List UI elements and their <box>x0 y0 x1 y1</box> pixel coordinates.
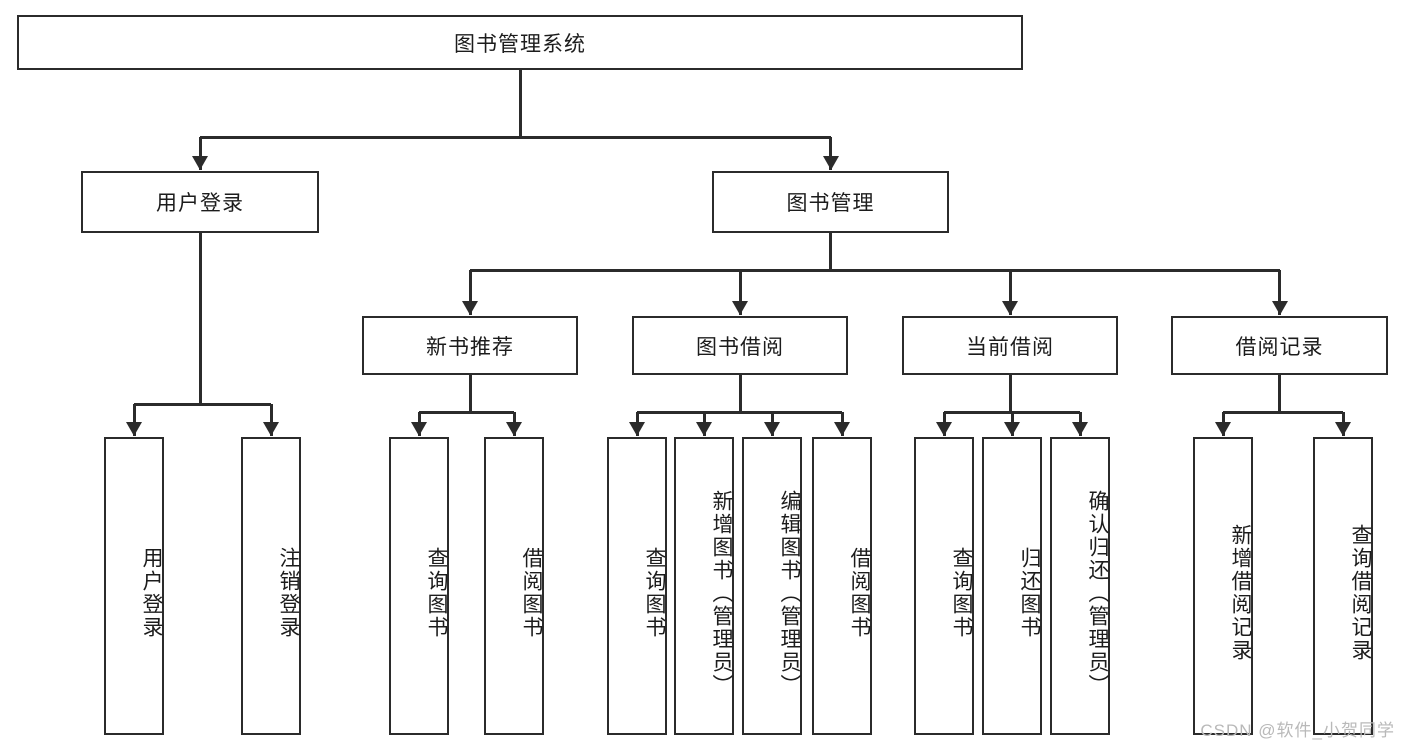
connector-mgmt-stem <box>829 233 832 270</box>
connector-stem-用户登录 <box>198 233 202 404</box>
connector-to-当前借阅 <box>1008 270 1012 315</box>
leaf-node-0: 用户登录 <box>104 437 164 735</box>
connector-stem-新书推荐 <box>468 375 472 412</box>
leaf-node-11: 新增借阅记录 <box>1193 437 1253 735</box>
leaf-node-7: 借阅图书 <box>812 437 872 735</box>
node-label: 借阅记录 <box>1235 335 1324 359</box>
arrowhead-icon <box>192 156 208 170</box>
node-label: 查询图书 <box>425 547 448 639</box>
root-node-图书管理系统: 图书管理系统 <box>17 15 1023 70</box>
level1-node-图书管理: 图书管理 <box>712 171 949 233</box>
level1-node-用户登录: 用户登录 <box>81 171 319 233</box>
node-label: 新增图书（管理员） <box>710 489 733 697</box>
arrowhead-icon <box>126 422 142 436</box>
connector-leaf <box>132 404 136 436</box>
connector-to-用户登录 <box>198 137 202 170</box>
leaf-node-5: 新增图书（管理员） <box>674 437 734 735</box>
node-label: 新书推荐 <box>426 335 514 359</box>
arrowhead-icon <box>263 422 279 436</box>
node-label: 归还图书 <box>1018 547 1041 639</box>
arrowhead-icon <box>629 422 645 436</box>
node-label: 查询图书 <box>950 547 973 639</box>
arrowhead-icon <box>764 422 780 436</box>
node-label: 当前借阅 <box>966 335 1054 359</box>
arrowhead-icon <box>936 422 952 436</box>
node-label: 查询借阅记录 <box>1349 524 1372 662</box>
level2-node-图书借阅: 图书借阅 <box>632 316 848 375</box>
connector-to-图书借阅 <box>738 270 742 315</box>
arrowhead-icon <box>411 422 427 436</box>
leaf-node-10: 确认归还（管理员） <box>1050 437 1110 735</box>
arrowhead-icon <box>462 301 478 315</box>
arrowhead-icon <box>1271 301 1288 315</box>
leaf-node-4: 查询图书 <box>607 437 667 735</box>
leaf-node-9: 归还图书 <box>982 437 1042 735</box>
connector-leaf <box>269 404 273 436</box>
leaf-node-3: 借阅图书 <box>484 437 544 735</box>
arrowhead-icon <box>1072 422 1088 436</box>
connector-mgmt-bus <box>470 268 1280 272</box>
arrowhead-icon <box>506 422 522 436</box>
connector-to-图书管理 <box>829 137 832 170</box>
node-label: 确认归还（管理员） <box>1086 489 1109 697</box>
arrowhead-icon <box>822 156 839 170</box>
watermark-text: CSDN @软件_小贺同学 <box>1200 721 1395 740</box>
node-label: 编辑图书（管理员） <box>778 489 801 697</box>
connector-root-bus <box>200 135 831 139</box>
arrowhead-icon <box>1335 422 1351 436</box>
leaf-node-8: 查询图书 <box>914 437 974 735</box>
connector-stem-借阅记录 <box>1278 375 1281 412</box>
connector-stem-当前借阅 <box>1008 375 1012 412</box>
node-label: 借阅图书 <box>848 547 871 639</box>
node-label: 借阅图书 <box>520 547 543 639</box>
connector-bus-图书借阅 <box>637 410 842 414</box>
leaf-node-1: 注销登录 <box>241 437 301 735</box>
node-label: 用户登录 <box>156 192 244 215</box>
leaf-node-12: 查询借阅记录 <box>1313 437 1373 735</box>
arrowhead-icon <box>1002 301 1018 315</box>
node-label: 图书借阅 <box>696 335 784 359</box>
connector-to-新书推荐 <box>468 270 472 315</box>
arrowhead-icon <box>834 422 850 436</box>
connector-stem-图书借阅 <box>738 375 742 412</box>
connector-bus-新书推荐 <box>419 410 514 414</box>
arrowhead-icon <box>696 422 712 436</box>
node-label: 用户登录 <box>140 547 163 639</box>
connector-to-借阅记录 <box>1278 270 1281 315</box>
leaf-node-2: 查询图书 <box>389 437 449 735</box>
level2-node-当前借阅: 当前借阅 <box>902 316 1118 375</box>
node-label: 图书管理系统 <box>454 32 586 56</box>
node-label: 注销登录 <box>277 547 300 639</box>
node-label: 新增借阅记录 <box>1229 524 1252 662</box>
connector-root-stem <box>518 70 522 137</box>
node-label: 查询图书 <box>643 547 666 639</box>
level2-node-新书推荐: 新书推荐 <box>362 316 578 375</box>
arrowhead-icon <box>1215 422 1231 436</box>
connector-bus-借阅记录 <box>1223 410 1343 414</box>
leaf-node-6: 编辑图书（管理员） <box>742 437 802 735</box>
node-label: 图书管理 <box>786 192 875 215</box>
arrowhead-icon <box>732 301 748 315</box>
connector-bus-用户登录 <box>134 402 271 406</box>
level2-node-借阅记录: 借阅记录 <box>1171 316 1388 375</box>
arrowhead-icon <box>1004 422 1020 436</box>
